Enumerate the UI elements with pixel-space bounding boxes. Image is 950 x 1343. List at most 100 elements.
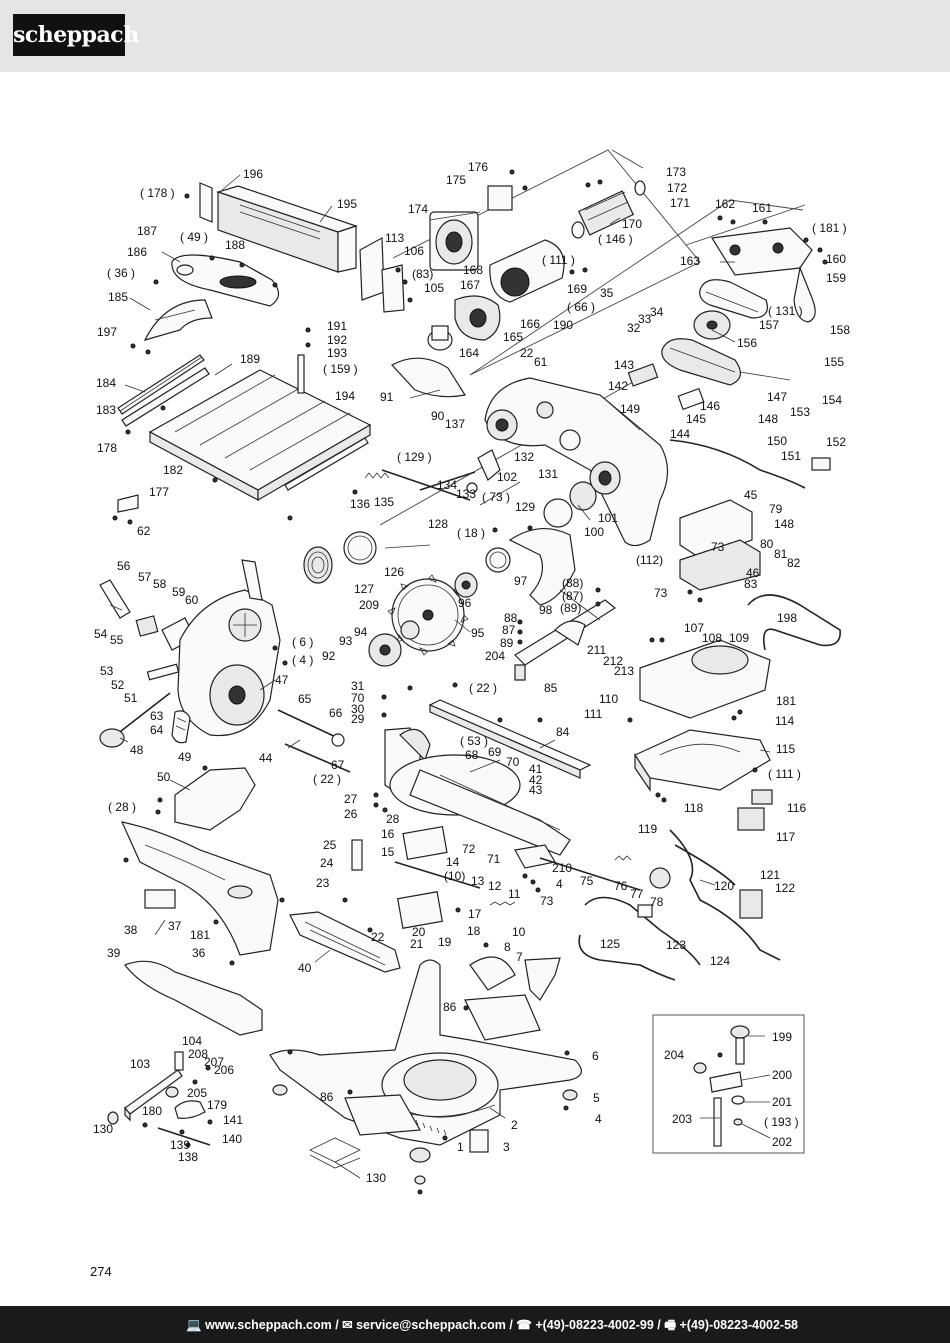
- belt-157: [699, 279, 768, 319]
- fence-85: [514, 599, 617, 681]
- part-label-77: 77: [630, 887, 644, 901]
- part-label-111: 111: [584, 707, 603, 721]
- part-label-136: 136: [350, 497, 370, 511]
- part-label-83: 83: [744, 577, 758, 591]
- scale-7: [469, 956, 561, 1001]
- part-label-120: 120: [714, 879, 734, 893]
- part-label-97: 97: [514, 574, 528, 588]
- part-label-121: 121: [760, 868, 780, 882]
- detail-box: [652, 1014, 805, 1154]
- part-label-52: 52: [111, 678, 125, 692]
- detail-parts: [693, 1025, 750, 1147]
- part-label-59: 59: [172, 585, 186, 599]
- turntable-70: [389, 754, 571, 856]
- part-label-149: 149: [620, 402, 640, 416]
- part-label-46: 46: [746, 566, 760, 580]
- part-label-170: 170: [622, 217, 642, 231]
- part-label-7: 7: [516, 950, 523, 964]
- part-label-115: 115: [776, 742, 795, 756]
- table-108: [639, 639, 771, 719]
- scale-64: [171, 710, 191, 744]
- part-label-187: 187: [137, 224, 157, 238]
- part-label-150: 150: [767, 434, 787, 448]
- part-label-51: 51: [124, 691, 138, 705]
- part-label-81: 81: [774, 547, 788, 561]
- base-2: [269, 959, 582, 1146]
- part-label-123: 123: [666, 938, 686, 952]
- part-label-90: 90: [431, 409, 445, 423]
- part-label-8: 8: [504, 940, 511, 954]
- part-label-17: 17: [468, 907, 482, 921]
- lever-134: [466, 449, 501, 494]
- part-label-92: 92: [322, 649, 336, 663]
- part-label-91: 91: [380, 390, 394, 404]
- part-label-55: 55: [110, 633, 124, 647]
- part-label-144: 144: [670, 427, 690, 441]
- part-labels: 196 ( 178 ) 195 187 ( 49 ) 188 186 ( 36 …: [93, 160, 850, 1185]
- cover-50: [174, 767, 256, 831]
- part-label-30: 30: [351, 702, 365, 716]
- part-label-131: 131: [538, 467, 558, 481]
- part-label-186: 186: [127, 245, 147, 259]
- handle-186: [171, 254, 280, 307]
- switch-116: [737, 789, 773, 831]
- part-label-119: 119: [638, 822, 657, 836]
- part-label-87: 87: [502, 623, 516, 637]
- part-label-111-ref-b: ( 111 ): [768, 767, 801, 781]
- part-label-153: 153: [790, 405, 810, 419]
- part-label-146-ref: ( 146 ): [598, 232, 633, 246]
- part-label-73-b: 73: [711, 540, 725, 554]
- part-label-87-ref: (87): [562, 589, 583, 603]
- part-label-64: 64: [150, 723, 164, 737]
- part-label-177: 177: [149, 485, 169, 499]
- part-label-15: 15: [381, 845, 395, 859]
- part-label-103: 103: [130, 1057, 150, 1071]
- part-label-110: 110: [599, 692, 618, 706]
- part-label-147: 147: [767, 390, 787, 404]
- part-label-184: 184: [96, 376, 116, 390]
- part-label-40: 40: [298, 961, 312, 975]
- part-label-148: 148: [774, 517, 794, 531]
- part-label-49: 49: [178, 750, 192, 764]
- part-label-49-ref: ( 49 ): [180, 230, 208, 244]
- part-label-24: 24: [320, 856, 334, 870]
- part-label-88-ref: (88): [562, 576, 583, 590]
- part-label-83-ref: (83): [412, 267, 433, 281]
- part-label-133: 133: [456, 487, 476, 501]
- part-label-47: 47: [275, 673, 289, 687]
- part-label-93: 93: [339, 634, 353, 648]
- part-label-53-ref: ( 53 ): [460, 734, 488, 748]
- part-label-172: 172: [667, 181, 687, 195]
- part-label-10: 10: [512, 925, 526, 939]
- part-label-204: 204: [664, 1048, 684, 1062]
- part-label-179: 179: [207, 1098, 227, 1112]
- part-label-70-a: 70: [351, 691, 365, 705]
- cover-39: [124, 960, 263, 1036]
- cable-151: [669, 439, 831, 489]
- screws: [112, 169, 828, 1195]
- part-label-102: 102: [497, 470, 517, 484]
- part-label-20: 20: [412, 925, 426, 939]
- rail-84: [428, 699, 592, 779]
- part-label-125: 125: [600, 937, 620, 951]
- rod-75: [539, 855, 641, 891]
- part-label-206: 206: [214, 1063, 234, 1077]
- rod-194: [297, 354, 305, 394]
- part-label-181-b: 181: [190, 928, 210, 942]
- part-label-56: 56: [117, 559, 131, 573]
- part-label-167: 167: [460, 278, 480, 292]
- part-label-53: 53: [100, 664, 114, 678]
- part-label-73-c: 73: [654, 586, 668, 600]
- part-label-78: 78: [650, 895, 664, 909]
- part-label-191: 191: [327, 319, 347, 333]
- part-label-2: 2: [511, 1118, 518, 1132]
- part-label-44: 44: [259, 751, 273, 765]
- part-label-131-ref: ( 131 ): [768, 304, 803, 318]
- part-label-22-a: 22: [520, 346, 534, 360]
- part-label-189: 189: [240, 352, 260, 366]
- cable-198: [747, 594, 841, 651]
- part-label-171: 171: [670, 196, 690, 210]
- part-label-86-b: 86: [320, 1090, 334, 1104]
- part-label-6: 6: [592, 1049, 599, 1063]
